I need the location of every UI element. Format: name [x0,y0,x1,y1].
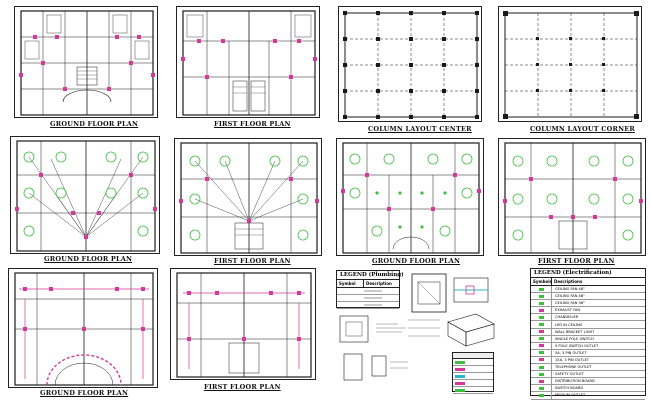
legend-row: SWITCH BOARD [531,385,645,393]
first-floor-lighting-drawing [498,138,646,256]
panel-title: COLUMN LAYOUT CORNER [530,125,636,133]
legend-symbol-icon [531,342,552,349]
legend-symbol-icon [531,392,552,399]
column-layout-center-drawing [338,6,482,122]
legend-symbol-icon [531,335,552,342]
legend-header-description: Description [366,281,392,286]
legend-title: LEGEND (Plumbing) [337,271,404,280]
legend-symbol-icon [531,349,552,356]
legend-row: SINGLE POLE SWITCH [531,335,645,343]
legend-header-descriptions: Descriptions [554,279,583,284]
legend-symbol-icon [531,364,552,371]
column-grid-svg [503,11,639,119]
legend-row: EXHAUST FAN [531,307,645,315]
panel-title: FIRST FLOOR PLAN [204,383,281,391]
legend-description: LED IN CEILING [555,322,583,327]
legend-rows: CEILING FAN 48" CEILING FAN 48" CEILING FA… [531,286,645,400]
legend-row [337,302,399,309]
legend-symbol-icon [531,385,552,392]
legend-row [337,288,399,295]
electrical-plan-svg [15,140,157,252]
legend-description: 15A, 3 PIN OUTLET [555,357,589,362]
legend-symbol-icon [531,300,552,307]
first-floor-plumbing-drawing [170,268,316,380]
legend-title: LEGEND (Electrification) [531,269,645,278]
plumbing-plan-svg [176,272,312,378]
legend-description: MEDIUM OUTLET [555,393,586,398]
legend-symbol-icon [531,328,552,335]
lighting-plan-svg [341,142,481,254]
legend-symbol-icon [531,286,552,293]
legend-row: CEILING FAN 48" [531,293,645,301]
legend-row [337,295,399,302]
legend-description: DISTRIBUTION BOARD [555,379,595,384]
column-layout-corner-drawing [498,6,642,122]
lighting-plan-svg [503,142,643,254]
legend-row: CHANDELIER [531,314,645,322]
ground-floor-plan-drawing [14,6,158,118]
materials-mini-legend [452,352,494,394]
electrical-legend: LEGEND (Electrification) Symbols Descrip… [530,268,646,400]
legend-symbol-icon [531,293,552,300]
first-floor-plan-drawing [176,6,320,118]
legend-header-symbols: Symbols [533,278,553,285]
legend-row: TELEPHONE OUTLET [531,364,645,372]
legend-row: 5 POLE SWITCH OUTLET [531,342,645,350]
panel-title: FIRST FLOOR PLAN [214,257,291,265]
legend-description: SAFETY OUTLET [555,372,584,377]
legend-header-symbol: Symbol [337,280,364,287]
legend-description: WALL BRACKET LIGHT [555,329,595,334]
ground-floor-lighting-drawing [336,138,484,256]
column-grid-svg [343,11,479,119]
detail-svg [339,273,495,381]
legend-row: DISTRIBUTION BOARD [531,378,645,386]
floor-plan-svg [181,10,317,116]
legend-description: CHANDELIER [555,315,579,320]
legend-description: 5 POLE SWITCH OUTLET [555,343,599,348]
legend-row: SAFETY OUTLET [531,371,645,379]
panel-title: GROUND FLOOR PLAN [40,389,129,397]
ground-floor-plumbing-drawing [8,268,158,388]
legend-row: MEDIUM OUTLET [531,392,645,400]
panel-title: FIRST FLOOR PLAN [538,257,615,265]
legend-symbol-icon [531,321,552,328]
legend-row: CEILING FAN 48" [531,286,645,294]
panel-title: GROUND FLOOR PLAN [50,120,139,128]
legend-symbol-icon [531,378,552,385]
legend-row: CEILING FAN 36" [531,300,645,308]
legend-description: SWITCH BOARD [555,386,584,391]
legend-description: CEILING FAN 36" [555,301,585,306]
panel-title: GROUND FLOOR PLAN [372,257,461,265]
legend-symbol-icon [531,356,552,364]
legend-description: EXHAUST FAN [555,308,581,313]
panel-title: COLUMN LAYOUT CENTER [368,125,472,133]
legend-symbol-icon [531,314,552,321]
construction-detail-drawings [336,272,528,392]
legend-description: CEILING FAN 48" [555,287,585,292]
legend-symbol-icon [531,307,552,314]
floor-plan-svg [19,10,155,116]
legend-symbol-icon [531,371,552,378]
legend-description: TELEPHONE OUTLET [555,365,592,370]
legend-description: CEILING FAN 48" [555,294,585,299]
legend-description: 5A, 3 PIN OUTLET [555,350,587,355]
electrical-plan-svg [179,142,319,254]
legend-row: WALL BRACKET LIGHT [531,328,645,336]
plumbing-plan-svg [14,272,154,386]
first-floor-electrical-drawing [174,138,322,256]
ground-floor-electrical-drawing [10,136,160,254]
legend-row: LED IN CEILING [531,321,645,329]
legend-description: SINGLE POLE SWITCH [555,336,594,341]
legend-row: 5A, 3 PIN OUTLET [531,349,645,357]
panel-title: FIRST FLOOR PLAN [214,120,291,128]
panel-title: GROUND FLOOR PLAN [44,255,133,263]
plumbing-legend: LEGEND (Plumbing) Symbol Description [336,270,404,309]
legend-row: 15A, 3 PIN OUTLET [531,356,645,365]
